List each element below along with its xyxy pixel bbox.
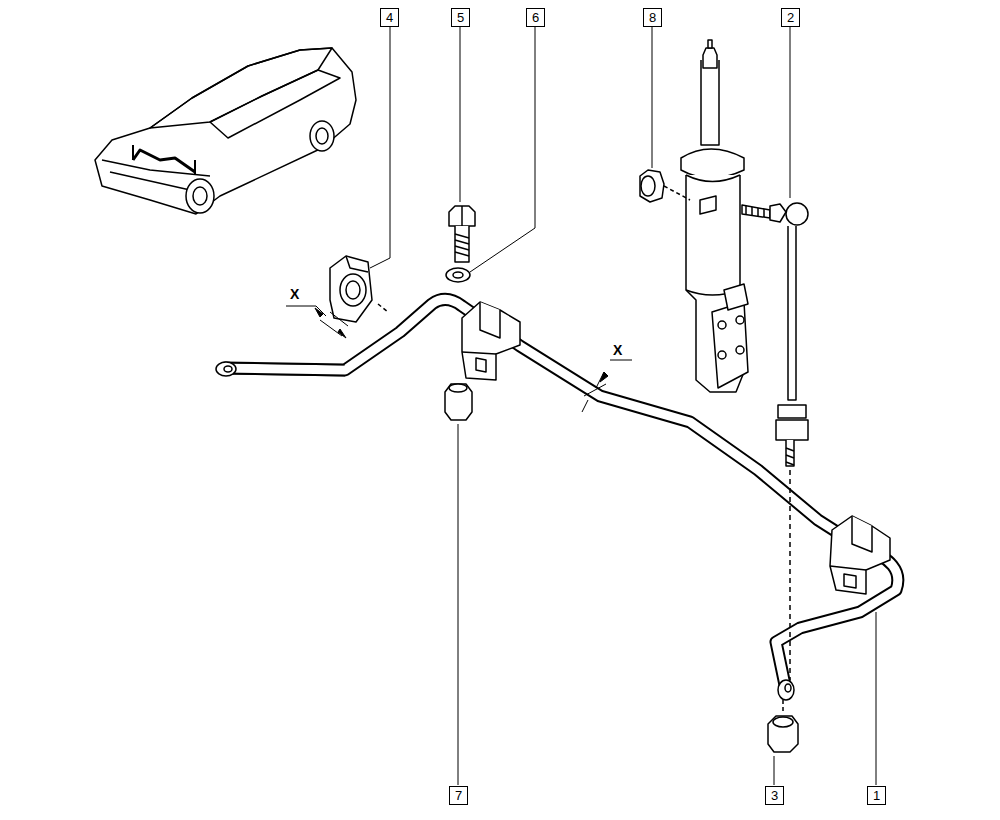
callout-box: 4 bbox=[380, 8, 399, 27]
dimension-mark bbox=[286, 306, 632, 412]
leader-line bbox=[370, 27, 876, 785]
callout-number: 8 bbox=[649, 11, 656, 24]
callout-box: 5 bbox=[451, 8, 470, 27]
dimension-label: X bbox=[612, 343, 623, 357]
car-sketch bbox=[95, 48, 356, 214]
callout-number: 5 bbox=[457, 11, 464, 24]
bushing bbox=[330, 256, 388, 322]
callout-number: 2 bbox=[787, 11, 794, 24]
callout-box: 6 bbox=[526, 8, 545, 27]
callout-box: 7 bbox=[449, 786, 468, 805]
callout-number: 4 bbox=[386, 11, 393, 24]
nut bbox=[640, 170, 690, 202]
callout-box: 8 bbox=[643, 8, 662, 27]
bolt bbox=[445, 206, 475, 420]
callout-number: 7 bbox=[455, 789, 462, 802]
callout-box: 2 bbox=[781, 8, 800, 27]
callout-box: 1 bbox=[867, 786, 886, 805]
nut bbox=[768, 700, 798, 752]
stabilizer-link bbox=[742, 203, 808, 680]
bar-clamp bbox=[462, 302, 890, 594]
callout-box: 3 bbox=[765, 786, 784, 805]
callout-number: 6 bbox=[532, 11, 539, 24]
shock-absorber bbox=[681, 40, 748, 392]
callout-number: 3 bbox=[771, 789, 778, 802]
callout-number: 1 bbox=[873, 789, 880, 802]
dimension-label: X bbox=[289, 287, 300, 301]
